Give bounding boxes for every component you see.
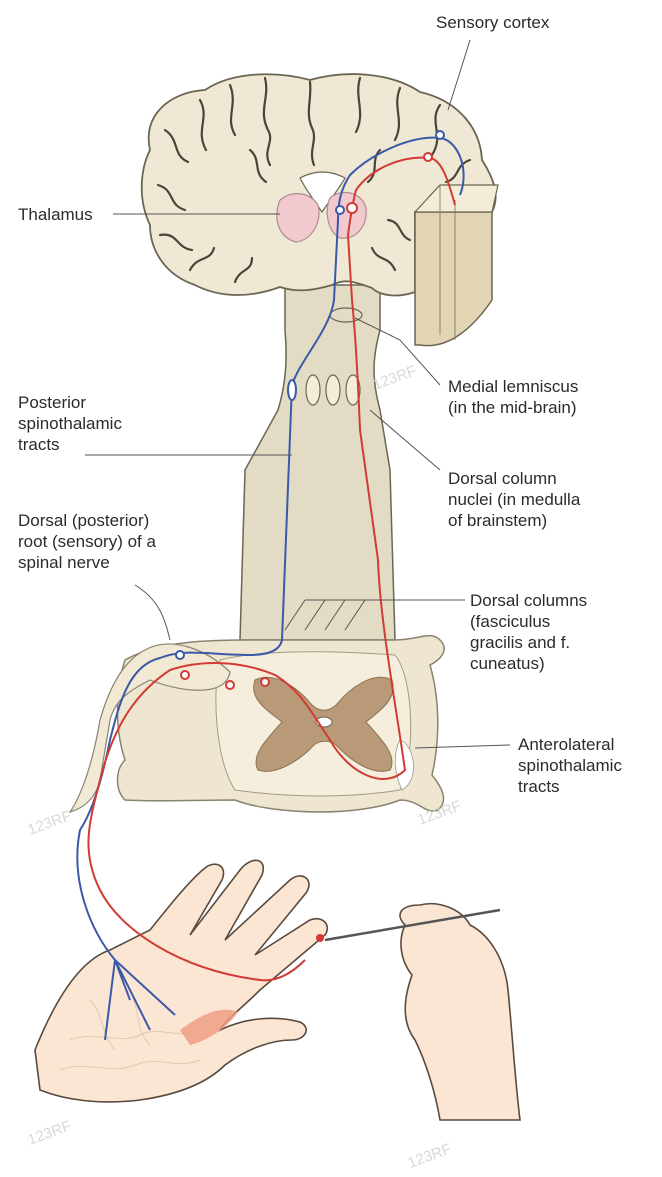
label-thalamus: Thalamus: [18, 204, 93, 225]
label-medial-lemniscus: Medial lemniscus (in the mid-brain): [448, 376, 578, 418]
examiner-hand: [400, 904, 520, 1120]
medulla-nucleus-mid: [326, 375, 340, 405]
svg-text:123RF: 123RF: [26, 1117, 74, 1148]
label-dorsal-column-nuclei: Dorsal column nuclei (in medulla of brai…: [448, 468, 580, 531]
label-dorsal-root: Dorsal (posterior) root (sensory) of a s…: [18, 510, 156, 573]
label-dorsal-columns: Dorsal columns (fasciculus gracilis and …: [470, 590, 587, 674]
medulla-nucleus-left: [306, 375, 320, 405]
svg-text:123RF: 123RF: [406, 1140, 454, 1171]
brain-cut-face: [415, 212, 492, 346]
hand: [35, 860, 327, 1102]
svg-text:123RF: 123RF: [371, 362, 419, 393]
label-anterolateral: Anterolateral spinothalamic tracts: [518, 734, 622, 797]
label-posterior-spinothalamic: Posterior spinothalamic tracts: [18, 392, 122, 455]
label-sensory-cortex: Sensory cortex: [436, 12, 549, 33]
svg-text:123RF: 123RF: [26, 807, 74, 838]
pin-tip-dot: [316, 934, 324, 942]
